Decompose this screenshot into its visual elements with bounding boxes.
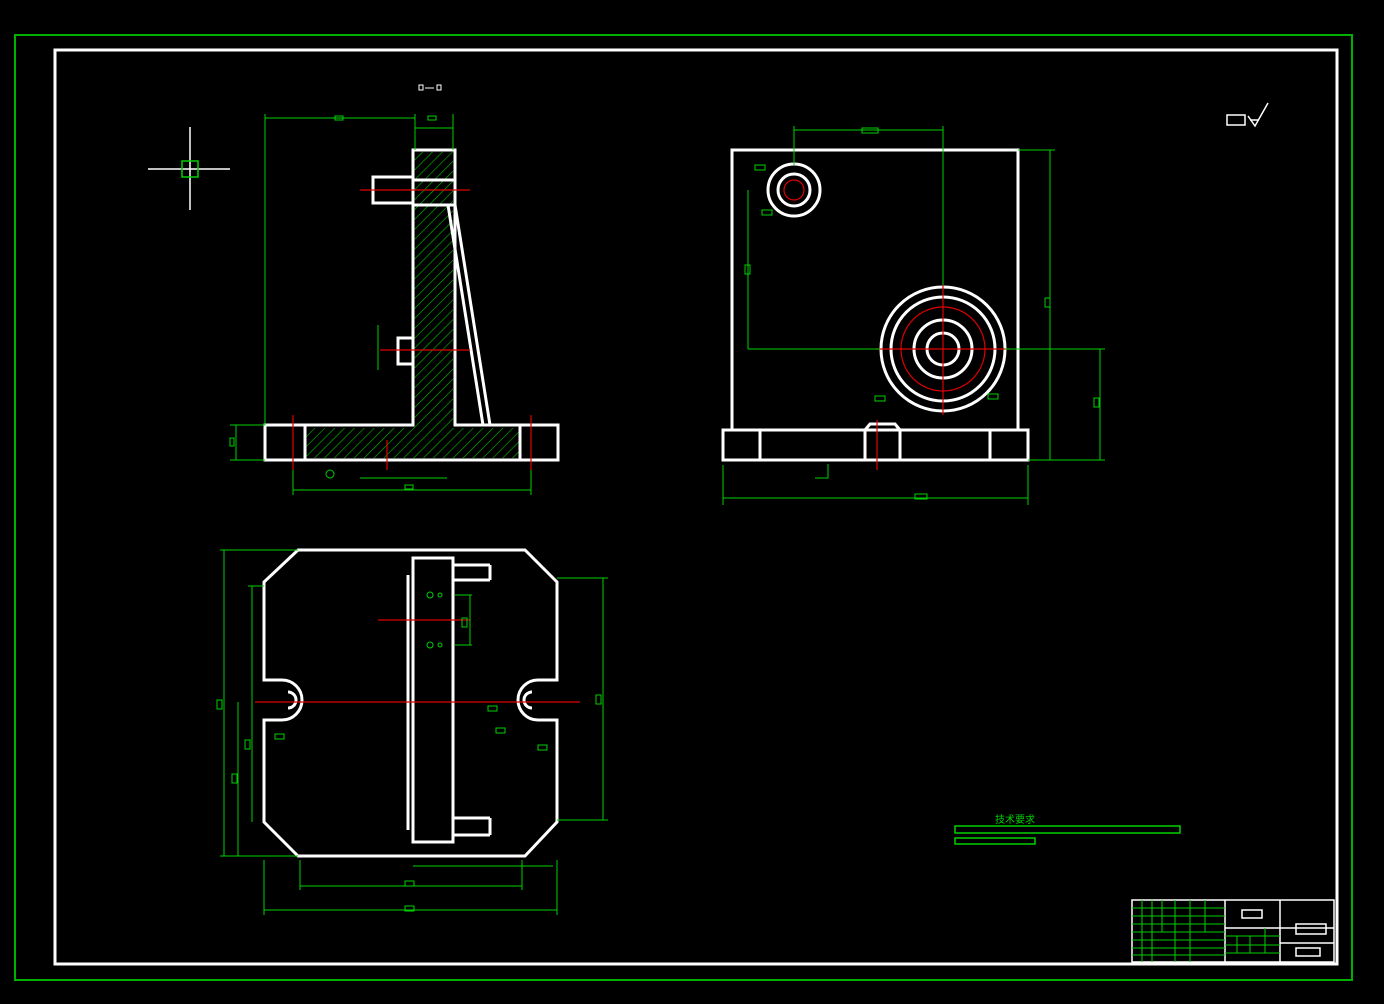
side-view[interactable] [721,126,1105,505]
technical-requirements-notes [954,825,1181,845]
front-section-view[interactable] [229,114,560,495]
title-block-grid [1132,900,1280,962]
surface-finish-symbol-icon [1226,102,1269,128]
sheet-inner-frame [53,48,1339,966]
top-view[interactable] [216,548,608,915]
technical-requirements-heading: 技术要求 [995,815,1035,826]
sheet-outer-border [14,34,1353,981]
title-block[interactable] [1131,899,1335,963]
section-label [418,84,442,91]
crosshair-cursor-icon [148,127,230,210]
